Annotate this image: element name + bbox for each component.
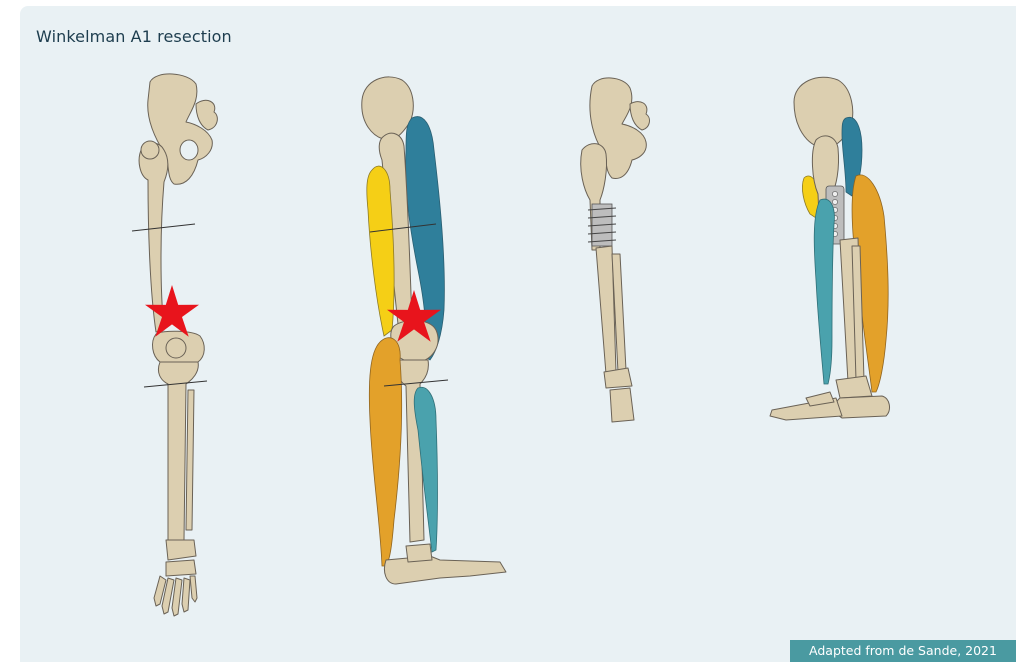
source-credit: Adapted from de Sande, 2021: [790, 640, 1016, 662]
leg-post-resection-bones: [581, 78, 650, 422]
leg-post-reconstruction: [770, 77, 889, 420]
leg-side-view-muscles: [362, 77, 506, 584]
leg-front-view: [132, 74, 217, 616]
